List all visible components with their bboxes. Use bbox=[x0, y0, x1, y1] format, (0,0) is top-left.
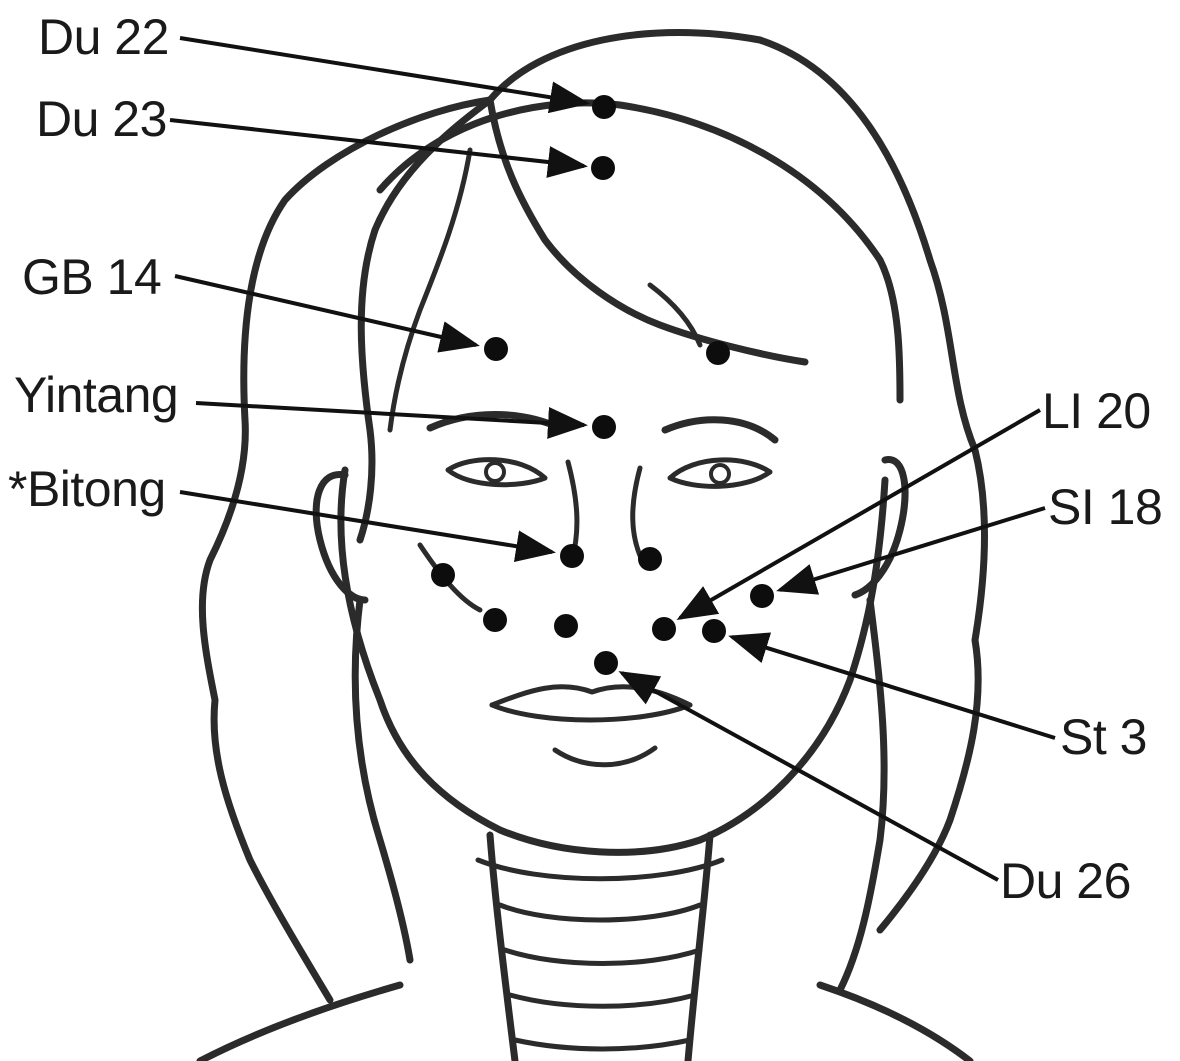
label-st3: St 3 bbox=[1060, 709, 1147, 765]
point-li20-left bbox=[554, 614, 578, 638]
point-st3-left bbox=[483, 608, 507, 632]
neck-ring-5 bbox=[515, 1040, 690, 1049]
point-bitong-left bbox=[560, 544, 584, 568]
hair-parting bbox=[490, 100, 805, 362]
hair-inner-left bbox=[360, 100, 490, 540]
point-du23 bbox=[591, 156, 615, 180]
neck-ring-2 bbox=[500, 905, 700, 920]
neck-ring-3 bbox=[505, 950, 700, 964]
point-yintang bbox=[592, 415, 616, 439]
eyebrow-right bbox=[665, 420, 775, 440]
chin-line bbox=[555, 748, 655, 765]
eye-left-pupil bbox=[486, 463, 504, 481]
point-du22 bbox=[592, 95, 616, 119]
hair-inner-strand-left bbox=[390, 150, 470, 430]
neck-ring-4 bbox=[510, 995, 695, 1006]
point-gb14-left bbox=[484, 337, 508, 361]
point-gb14-right bbox=[706, 341, 730, 365]
point-st3-right bbox=[702, 619, 726, 643]
head-top-arc bbox=[380, 103, 900, 400]
point-du26 bbox=[594, 651, 618, 675]
label-du23: Du 23 bbox=[36, 91, 167, 147]
neck-ring-1 bbox=[478, 860, 722, 879]
eye-right-pupil bbox=[711, 465, 729, 483]
shoulder-right bbox=[820, 985, 970, 1061]
label-du22: Du 22 bbox=[38, 9, 169, 65]
point-si18-right bbox=[750, 584, 774, 608]
facial-features bbox=[420, 415, 775, 765]
label-du26: Du 26 bbox=[1000, 853, 1131, 909]
shoulder-left bbox=[200, 985, 400, 1061]
leader-si18 bbox=[780, 508, 1045, 590]
leader-st3 bbox=[732, 637, 1055, 738]
label-yintang: Yintang bbox=[14, 367, 178, 423]
label-si18: SI 18 bbox=[1048, 479, 1162, 535]
point-bitong-right bbox=[638, 547, 662, 571]
leader-du23 bbox=[170, 120, 584, 166]
point-li20-right bbox=[652, 617, 676, 641]
nose-right bbox=[633, 468, 642, 560]
acupoints bbox=[431, 95, 774, 675]
hair-outer-right bbox=[490, 33, 984, 931]
mouth-lower bbox=[492, 705, 690, 720]
label-bitong: *Bitong bbox=[8, 461, 166, 517]
label-li20: LI 20 bbox=[1042, 383, 1151, 439]
label-gb14: GB 14 bbox=[22, 249, 161, 305]
point-labels: Du 22 Du 23 GB 14 Yintang *Bitong LI 20 … bbox=[8, 9, 1162, 909]
point-si18-left bbox=[431, 563, 455, 587]
